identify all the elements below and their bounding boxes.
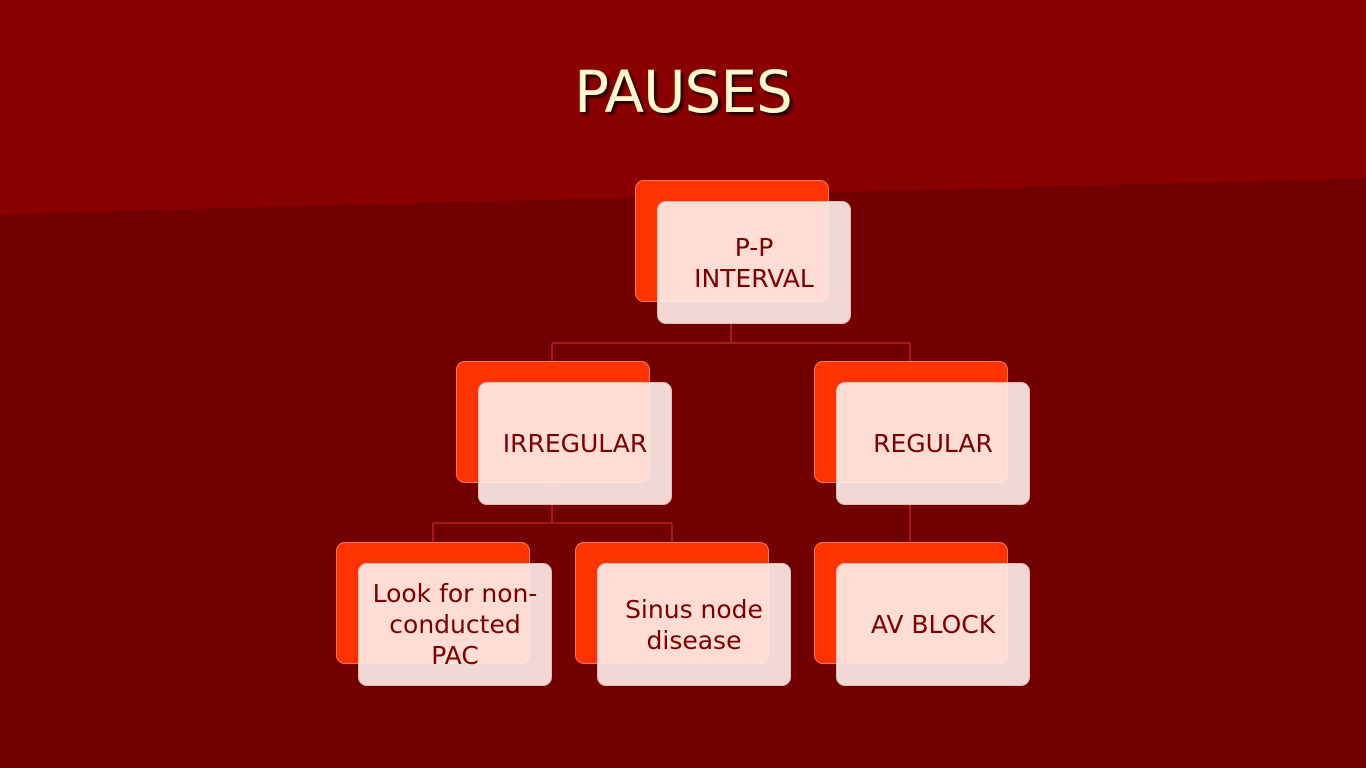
node-box: Sinus node disease <box>597 563 791 686</box>
node-label: REGULAR <box>873 429 993 458</box>
node-box: Look for non- conducted PAC <box>358 563 552 686</box>
node-label: P-P INTERVAL <box>694 232 814 293</box>
node-label: Sinus node disease <box>625 594 763 655</box>
node-box: P-P INTERVAL <box>657 201 851 324</box>
slide-title: PAUSES <box>574 58 793 126</box>
node-label: Look for non- conducted PAC <box>372 579 538 670</box>
node-box: AV BLOCK <box>836 563 1030 686</box>
node-box: IRREGULAR <box>478 382 672 505</box>
node-box: REGULAR <box>836 382 1030 505</box>
node-label: IRREGULAR <box>502 429 648 458</box>
node-label: AV BLOCK <box>870 610 996 639</box>
